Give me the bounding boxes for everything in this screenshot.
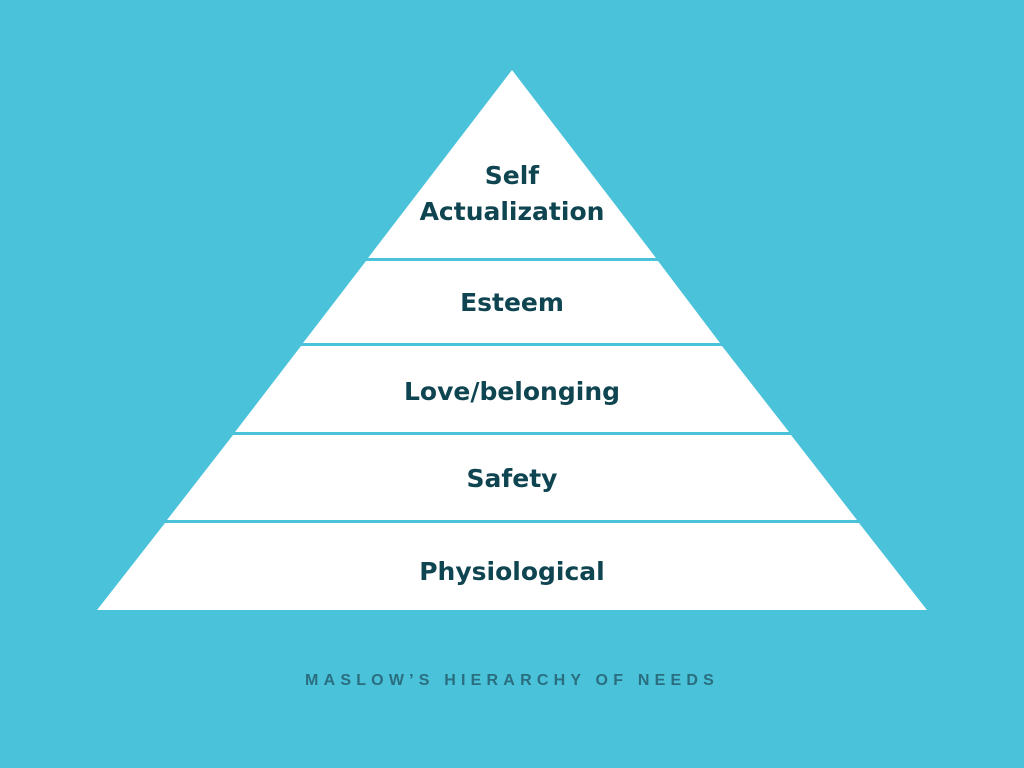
tier-safety bbox=[167, 435, 857, 520]
label-love-belonging: Love/belonging bbox=[404, 377, 620, 406]
label-self-actualization-line-1: Self bbox=[485, 161, 541, 190]
label-physiological: Physiological bbox=[419, 557, 605, 586]
diagram-caption: MASLOW’S HIERARCHY OF NEEDS bbox=[305, 672, 719, 689]
tier-self-actualization bbox=[368, 70, 656, 258]
label-esteem: Esteem bbox=[460, 288, 564, 317]
tier-love-belonging bbox=[235, 346, 789, 432]
label-self-actualization-line-2: Actualization bbox=[420, 197, 605, 226]
label-safety: Safety bbox=[467, 464, 558, 493]
tier-physiological bbox=[97, 523, 927, 610]
tier-esteem bbox=[303, 261, 720, 343]
